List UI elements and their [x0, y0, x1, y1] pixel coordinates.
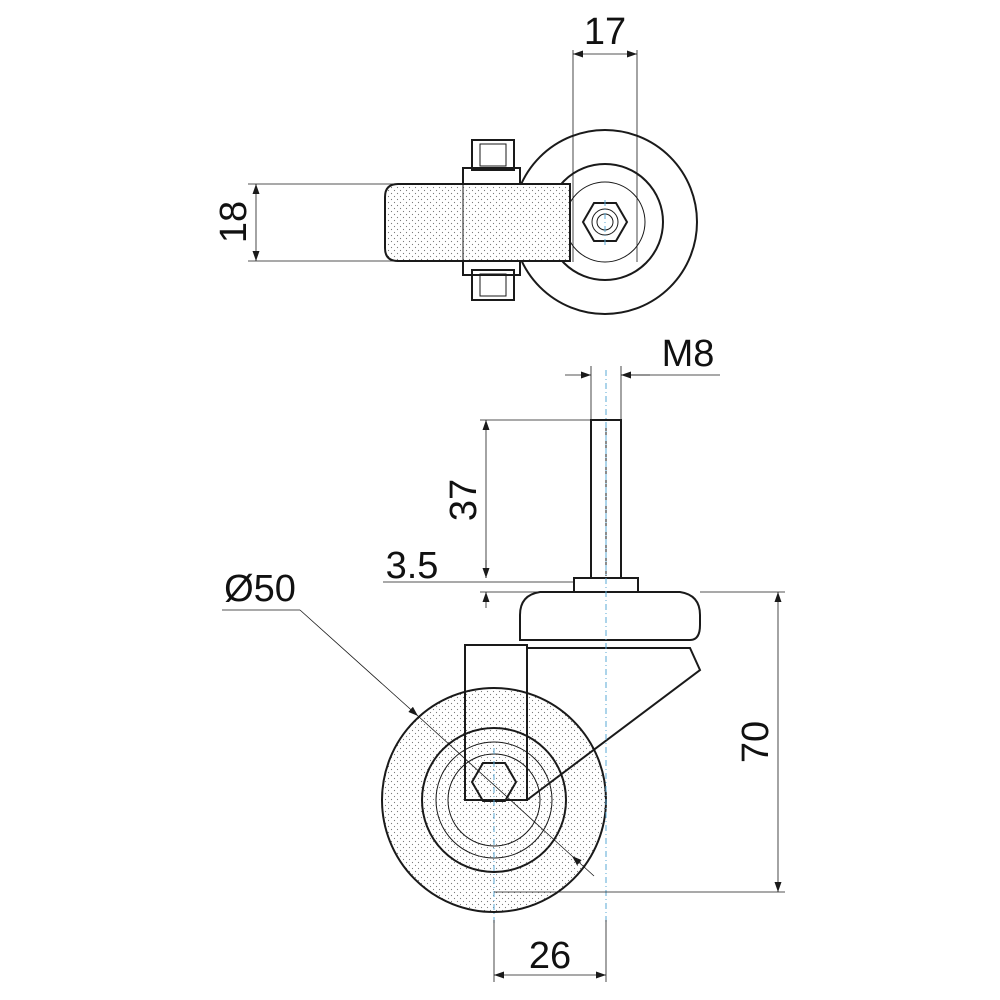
dim-hub-width: 17: [584, 11, 626, 53]
dim-washer-thickness: 3.5: [386, 545, 439, 587]
dim-plate-height: 18: [213, 201, 255, 243]
side-view: M8 37 3.5 Ø50 70 26: [222, 333, 785, 982]
side-wheel-rim: [421, 727, 567, 873]
side-axle-hex: [470, 762, 518, 802]
dim-offset: 26: [529, 935, 571, 977]
dim-wheel-diameter: Ø50: [224, 568, 296, 610]
top-view: 17 18: [213, 11, 698, 315]
mounting-plate: [384, 183, 571, 262]
dim-thread: M8: [662, 333, 715, 375]
swivel-cap: [519, 591, 701, 641]
top-bolt-head: [471, 139, 515, 171]
dim-stem-length: 37: [443, 479, 485, 521]
bottom-bolt-head: [471, 269, 515, 301]
dim-total-height: 70: [735, 721, 777, 763]
axle-hex-nut: [581, 202, 629, 242]
